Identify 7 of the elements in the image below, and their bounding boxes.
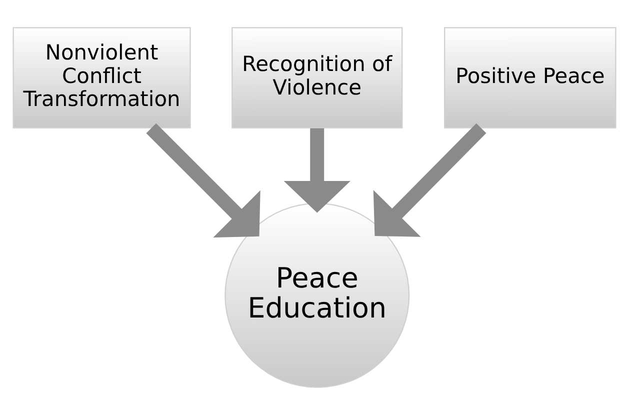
arrow	[373, 122, 486, 236]
node-box: Nonviolent Conflict Transformation	[12, 26, 191, 128]
arrow	[284, 128, 350, 212]
node-box: Positive Peace	[444, 26, 616, 128]
arrow	[146, 122, 260, 237]
node-box: Recognition of Violence	[232, 26, 403, 128]
node-circle: Peace Education	[224, 202, 410, 388]
